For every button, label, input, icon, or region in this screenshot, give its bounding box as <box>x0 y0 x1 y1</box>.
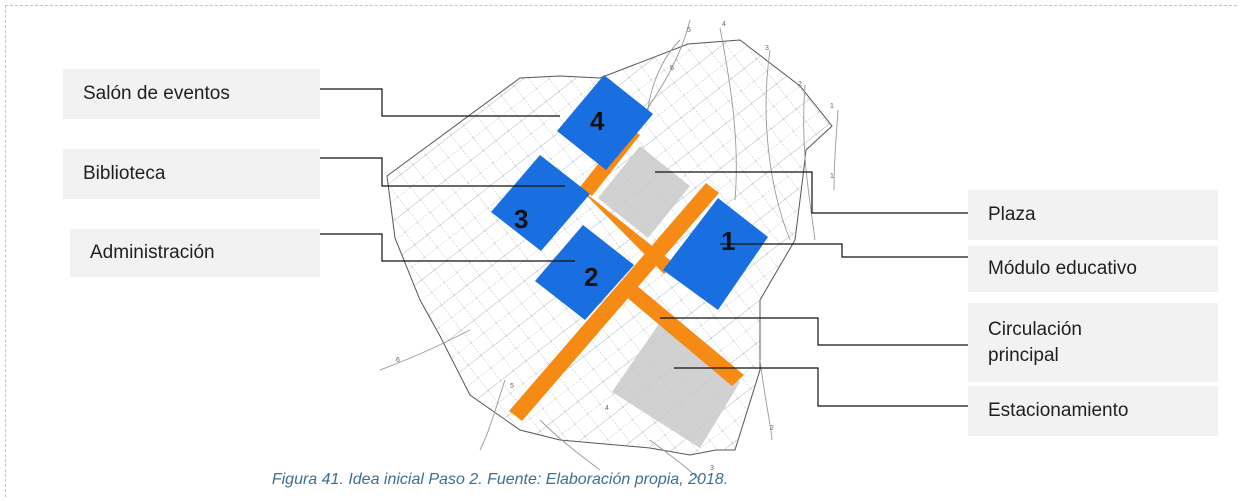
zone-administracion <box>535 225 634 320</box>
label-administracion: Administración <box>70 229 320 277</box>
contour-label: 1 <box>830 173 834 180</box>
contour-label: 5 <box>510 383 514 390</box>
label-circulacion-principal: Circulación principal <box>968 303 1218 382</box>
contour-label: 6 <box>396 357 400 364</box>
leader-lines <box>320 88 968 407</box>
parking-area <box>612 318 740 448</box>
zone-number-modulo: 1 <box>721 226 735 256</box>
label-text: Módulo educativo <box>988 258 1137 280</box>
contour-label: 6 <box>670 65 674 72</box>
leader-circulacion <box>660 317 968 346</box>
zone-biblioteca <box>491 155 590 251</box>
label-text: Salón de eventos <box>83 83 230 105</box>
figure-frame <box>5 5 1237 497</box>
label-text: Circulación principal <box>988 318 1082 366</box>
contour-label: 2 <box>798 81 802 88</box>
leader-administracion <box>320 233 575 262</box>
leader-estacionamiento <box>674 367 968 407</box>
leader-biblioteca <box>320 157 565 187</box>
zone-modulo <box>663 198 768 310</box>
label-text: Plaza <box>988 204 1036 226</box>
label-text: Administración <box>90 242 215 264</box>
contour-label: 1 <box>830 103 834 110</box>
figure-caption: Figura 41. Idea inicial Paso 2. Fuente: … <box>271 471 729 488</box>
label-estacionamiento: Estacionamiento <box>968 386 1218 436</box>
label-plaza: Plaza <box>968 190 1218 240</box>
contour-label: 4 <box>605 405 609 412</box>
label-salon-de-eventos: Salón de eventos <box>63 69 320 119</box>
label-biblioteca: Biblioteca <box>63 149 320 199</box>
label-text: Biblioteca <box>83 163 166 185</box>
contour-label: 3 <box>765 45 769 52</box>
zone-number-salon: 4 <box>590 106 605 136</box>
contour-label: 5 <box>687 27 691 34</box>
zone-number-administracion: 2 <box>584 262 598 292</box>
contour-label: 3 <box>710 465 714 472</box>
contour-label: 4 <box>722 21 726 28</box>
plaza-area <box>598 146 690 238</box>
leader-salon <box>320 88 560 117</box>
contour-label: 2 <box>770 425 774 432</box>
program-zones <box>491 75 768 320</box>
label-modulo-educativo: Módulo educativo <box>968 246 1218 292</box>
leader-modulo <box>720 243 968 258</box>
leader-plaza <box>655 171 968 214</box>
zone-number-biblioteca: 3 <box>514 204 528 234</box>
zone-salon <box>557 75 653 170</box>
label-text: Estacionamiento <box>988 400 1129 422</box>
